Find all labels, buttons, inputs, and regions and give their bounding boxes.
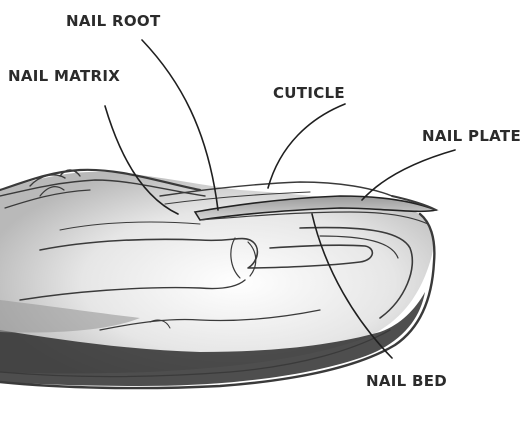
label-nail-plate: NAIL PLATE (422, 127, 521, 145)
leader-cuticle (268, 104, 345, 188)
label-nail-matrix: NAIL MATRIX (8, 67, 120, 85)
label-cuticle: CUTICLE (273, 84, 345, 102)
label-nail-bed: NAIL BED (366, 372, 447, 390)
label-nail-root: NAIL ROOT (66, 12, 161, 30)
leader-nail-plate (362, 150, 455, 200)
